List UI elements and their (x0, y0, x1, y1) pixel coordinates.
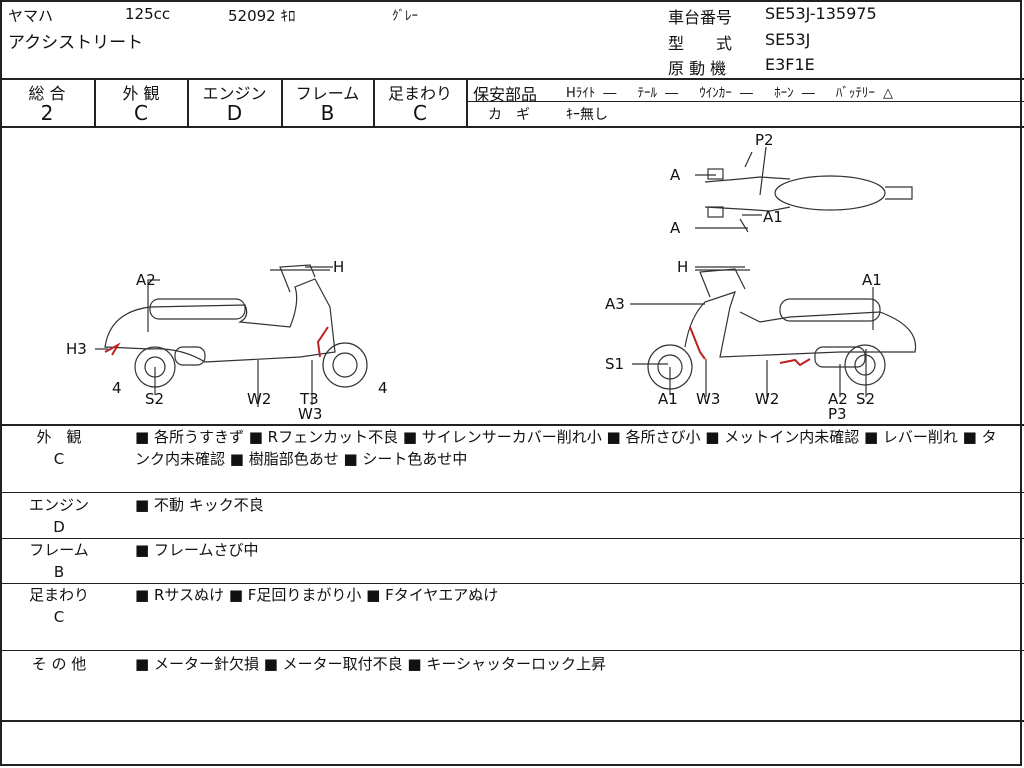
label-a3: A3 (605, 295, 625, 313)
score-label-exterior: 外 観 (122, 84, 160, 103)
label-w3-left: W3 (298, 405, 322, 423)
maker: ヤマハ (8, 7, 54, 25)
label-w2-left: W2 (247, 390, 271, 408)
type-value: SE53J (765, 30, 811, 49)
score-label-overall: 総 合 (28, 84, 66, 103)
label-w3-right: W3 (696, 390, 720, 408)
damage-marks (104, 326, 811, 367)
divider (281, 78, 283, 126)
label-t3: T3 (299, 390, 319, 408)
divider (466, 78, 468, 126)
score-engine: D (226, 101, 243, 125)
divider (0, 492, 1024, 493)
model-name: アクシストリート (8, 33, 144, 53)
label-p2: P2 (755, 131, 774, 149)
displacement: 125cc (125, 5, 171, 23)
engine-value: E3F1E (765, 55, 815, 74)
score-exterior: C (134, 101, 148, 125)
label-s1: S1 (605, 355, 624, 373)
comment-text: ■ フレームさび中 (135, 541, 259, 559)
label-h-left: H (333, 258, 344, 276)
damage-diagram: P2 A A A1 H A2 H3 4 S2 W2 T3 W3 4 H A1 A… (66, 131, 917, 423)
divider (0, 538, 1024, 539)
score-overall: 2 (40, 101, 54, 125)
safety-label: 保安部品 (473, 85, 538, 104)
label-h-right: H (677, 258, 688, 276)
comment-label: そ の 他 (31, 655, 87, 673)
score-label-suspension: 足まわり (387, 84, 452, 103)
score-label-frame: フレーム (295, 84, 360, 103)
label-4-left: 4 (112, 379, 122, 397)
label-a2-right: A2 (828, 390, 848, 408)
comment-text: ■ 各所うすきず ■ Rフェンカット不良 ■ サイレンサーカバー削れ小 ■ 各所… (135, 428, 997, 468)
label-a1-bottom: A1 (658, 390, 678, 408)
label-a1-right: A1 (862, 271, 882, 289)
scooter-top-view (704, 151, 913, 233)
label-a-top1: A (670, 166, 681, 184)
safety-items: Hﾗｲﾄ ― ﾃｰﾙ ― ｳｲﾝｶｰ ― ﾎｰﾝ ― ﾊﾞｯﾃﾘｰ △ (566, 86, 893, 101)
label-w2-right: W2 (755, 390, 779, 408)
divider (0, 424, 1024, 426)
comment-text: ■ Rサスぬけ ■ F足回りまがり小 ■ Fタイヤエアぬけ (135, 586, 499, 604)
divider (94, 78, 96, 126)
label-h3: H3 (66, 340, 87, 358)
type-label: 型 式 (668, 34, 733, 53)
divider (373, 78, 375, 126)
mileage: 52092 ｷﾛ (228, 7, 296, 25)
key-value: ｷｰ無し (566, 107, 608, 123)
divider (0, 583, 1024, 584)
color: ｸﾞﾚｰ (392, 9, 418, 24)
divider (467, 101, 1024, 102)
label-s2-left: S2 (145, 390, 164, 408)
key-label: カ ギ (488, 107, 530, 123)
score-label-engine: エンジン (202, 84, 267, 103)
frame-no-label: 車台番号 (668, 8, 733, 27)
divider (0, 78, 1024, 80)
label-a1-top: A1 (763, 208, 783, 226)
score-frame: B (320, 101, 335, 125)
engine-label: 原 動 機 (668, 59, 727, 78)
frame-no: SE53J-135975 (765, 4, 877, 23)
comment-text: ■ 不動 キック不良 (135, 496, 264, 514)
label-4-right: 4 (378, 379, 388, 397)
divider (0, 126, 1024, 128)
divider (187, 78, 189, 126)
divider (0, 650, 1024, 651)
comment-row-other: そ の 他 ■ メーター針欠損 ■ メーター取付不良 ■ キーシャッターロック上… (0, 653, 1024, 719)
label-p3: P3 (828, 405, 847, 423)
score-suspension: C (413, 101, 427, 125)
label-a-top2: A (670, 219, 681, 237)
divider (0, 720, 1024, 722)
scooter-left-view (104, 264, 368, 388)
comment-text: ■ メーター針欠損 ■ メーター取付不良 ■ キーシャッターロック上昇 (135, 655, 607, 673)
label-a2-left: A2 (136, 271, 156, 289)
label-s2-right: S2 (856, 390, 875, 408)
